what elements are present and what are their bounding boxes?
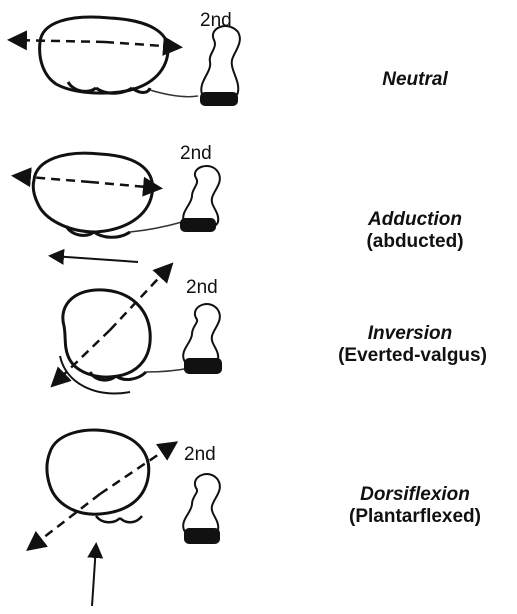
sesamoids-sketch xyxy=(96,516,142,522)
motion-arrow xyxy=(92,546,96,606)
second-metatarsal-base xyxy=(180,218,216,232)
second-digit-label: 2nd xyxy=(184,445,216,464)
second-metatarsal-head xyxy=(201,26,240,102)
connecting-line xyxy=(150,90,198,97)
axis-arrow xyxy=(110,266,170,330)
position-title: Adduction xyxy=(330,210,500,231)
second-metatarsal-head xyxy=(183,474,220,537)
first-ray-sketch xyxy=(47,430,149,514)
axis-arrow xyxy=(90,182,158,188)
second-metatarsal-base xyxy=(184,358,222,374)
panel-adduction xyxy=(16,153,220,262)
position-title: Dorsiflexion xyxy=(325,485,505,506)
axis-arrow xyxy=(16,176,90,182)
second-digit-label: 2nd xyxy=(200,11,232,30)
axis-arrow xyxy=(30,494,100,548)
second-digit-label: 2nd xyxy=(180,144,212,163)
position-title: Inversion xyxy=(315,324,505,345)
position-subtitle: (Everted-valgus) xyxy=(315,346,510,367)
second-metatarsal-base xyxy=(184,528,220,544)
first-ray-sketch xyxy=(33,153,152,232)
position-subtitle: (Plantarflexed) xyxy=(325,507,505,528)
axis-arrow xyxy=(12,40,105,42)
second-metatarsal-head xyxy=(183,304,220,367)
second-metatarsal-base xyxy=(200,92,238,106)
second-digit-label: 2nd xyxy=(186,278,218,297)
connecting-line xyxy=(130,222,182,232)
axis-arrow xyxy=(100,444,174,494)
motion-arrow xyxy=(52,256,138,262)
first-ray-sketch xyxy=(40,17,169,93)
connecting-line xyxy=(146,368,190,372)
position-subtitle: (abducted) xyxy=(330,232,500,253)
position-title: Neutral xyxy=(340,70,490,91)
